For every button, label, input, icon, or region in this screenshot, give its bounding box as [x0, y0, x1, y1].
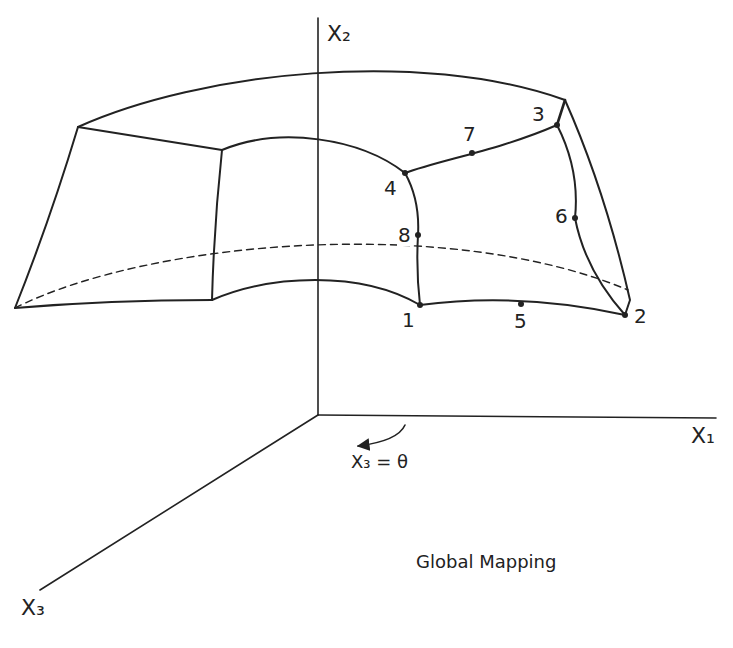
node-dot — [417, 302, 423, 308]
node-number: 5 — [513, 310, 528, 332]
axis-label: X₁ — [690, 424, 716, 448]
node-number: 1 — [401, 309, 416, 331]
node-dot — [572, 215, 578, 221]
node-number: 6 — [554, 205, 569, 227]
surface-edge — [212, 150, 222, 300]
axis-label: X₃ — [20, 596, 46, 620]
surface-edge — [78, 127, 222, 150]
element-edge — [405, 125, 557, 173]
node-dot — [554, 122, 560, 128]
node-dot — [415, 232, 421, 238]
node-number: 7 — [462, 123, 477, 145]
caption-text: Global Mapping — [415, 552, 557, 572]
surface-edge — [15, 127, 78, 308]
surface-edge — [212, 280, 420, 305]
node-number: 2 — [633, 305, 648, 327]
surface-edge — [557, 100, 565, 125]
x1-axis — [318, 415, 716, 418]
node-dot — [469, 150, 475, 156]
hidden-edge — [15, 244, 628, 308]
node-number: 8 — [397, 224, 412, 246]
theta-arrow — [358, 425, 405, 446]
axis-label: X₂ — [326, 22, 352, 46]
node-number: 3 — [531, 103, 546, 125]
surface-edge — [15, 300, 212, 308]
node-dot — [518, 301, 524, 307]
x2-axis — [317, 18, 319, 415]
surface-edge — [565, 100, 630, 315]
axis-label: X₃ = θ — [350, 452, 409, 472]
node-number: 4 — [383, 177, 398, 199]
node-dot — [622, 312, 628, 318]
surface-edge — [222, 137, 405, 173]
surface-edge — [78, 71, 565, 127]
x3-axis — [40, 415, 318, 590]
node-dot — [402, 170, 408, 176]
